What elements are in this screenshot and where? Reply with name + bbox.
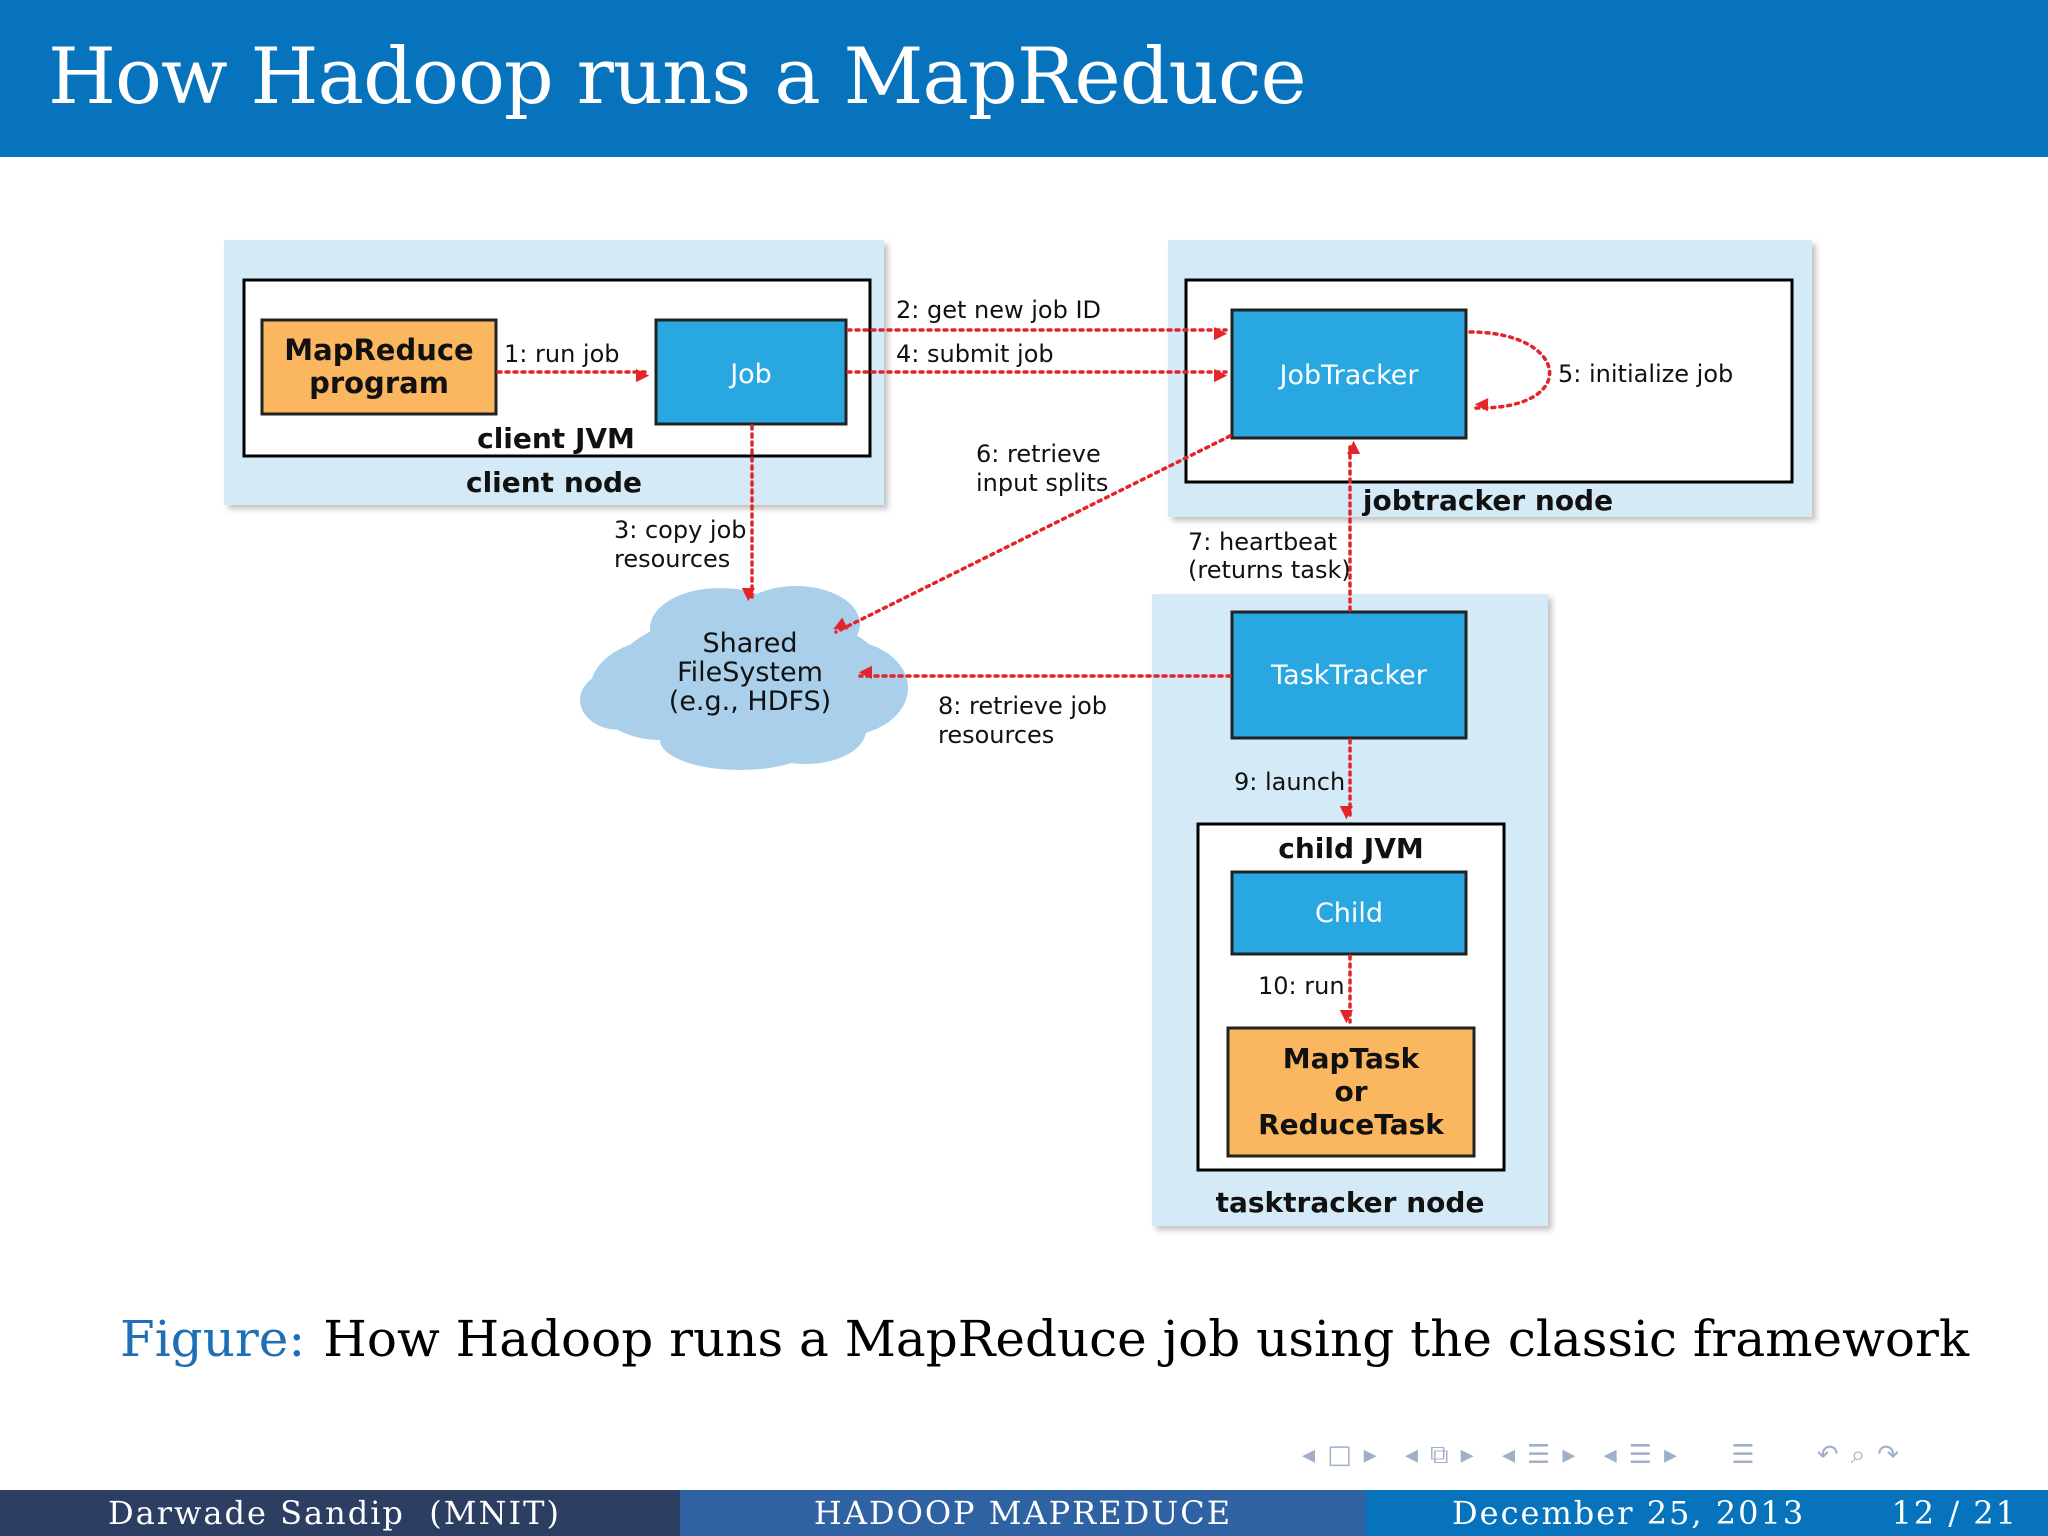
step-10-label: 10: run: [1258, 972, 1345, 1000]
next-subsection-icon[interactable]: ▸: [1460, 1440, 1474, 1470]
frame-icon[interactable]: □: [1327, 1440, 1352, 1470]
appendix-icon[interactable]: ☰: [1731, 1440, 1755, 1470]
mapreduce-program-box: [260, 318, 498, 416]
step-5-label: 5: initialize job: [1558, 360, 1733, 388]
arrow-initialize-job: [1468, 330, 1552, 412]
step-7-label: 7: heartbeat(returns task): [1188, 528, 1351, 584]
subsection-icon[interactable]: ⧉: [1430, 1440, 1449, 1470]
step-2-label: 2: get new job ID: [896, 296, 1101, 324]
next-section-icon[interactable]: ▸: [1562, 1440, 1576, 1470]
child-jvm-label: child JVM: [1278, 832, 1423, 865]
doc-icon[interactable]: ☰: [1628, 1440, 1653, 1470]
prev-subsection-icon[interactable]: ◂: [1404, 1440, 1419, 1470]
footer-short-title: HADOOP MAPREDUCE: [813, 1494, 1233, 1532]
tasktracker-node-label: tasktracker node: [1216, 1186, 1485, 1219]
slide-title: How Hadoop runs a MapReduce: [48, 32, 1307, 122]
footer-author: Darwade Sandip (MNIT): [108, 1494, 561, 1532]
task-box: [1226, 1026, 1476, 1158]
slide-footer: Darwade Sandip (MNIT) HADOOP MAPREDUCE D…: [0, 1490, 2048, 1536]
job-label: Job: [728, 359, 772, 390]
arrow-retrieve-splits: [833, 434, 1232, 634]
jobtracker-box: [1230, 308, 1468, 440]
search-icon[interactable]: ⌕: [1850, 1440, 1866, 1470]
footer-author-segment: Darwade Sandip (MNIT): [0, 1490, 680, 1536]
footer-date-segment: December 25, 2013 12 / 21: [1366, 1490, 2048, 1536]
forward-icon[interactable]: ↷: [1877, 1440, 1900, 1470]
footer-title-segment: HADOOP MAPREDUCE: [680, 1490, 1366, 1536]
figure-caption-text: How Hadoop runs a MapReduce job using th…: [323, 1310, 1970, 1368]
back-icon[interactable]: ↶: [1816, 1440, 1839, 1470]
slide-header: How Hadoop runs a MapReduce: [0, 0, 2048, 157]
client-node-label: client node: [466, 466, 642, 499]
step-1-label: 1: run job: [504, 340, 620, 368]
prev-frame-icon[interactable]: ◂: [1302, 1440, 1316, 1470]
section-icon[interactable]: ☰: [1527, 1440, 1551, 1470]
jobtracker-label: JobTracker: [1277, 360, 1419, 391]
prev-section-icon[interactable]: ◂: [1501, 1440, 1515, 1470]
child-label: Child: [1315, 898, 1383, 929]
job-box: [654, 318, 848, 426]
shared-filesystem-cloud: [580, 586, 908, 770]
doc-prev-icon[interactable]: ◂: [1603, 1440, 1617, 1470]
child-box: [1230, 870, 1468, 956]
beamer-navigation: ◂ □ ▸ ◂ ⧉ ▸ ◂ ☰ ▸ ◂ ☰ ▸ ☰ ↶ ⌕ ↷: [1296, 1440, 1905, 1476]
footer-date: December 25, 2013: [1452, 1494, 1806, 1532]
footer-page-number: 12 / 21: [1891, 1494, 2018, 1532]
tasktracker-box: [1230, 610, 1468, 740]
figure-caption: Figure: How Hadoop runs a MapReduce job u…: [120, 1310, 1969, 1368]
step-9-label: 9: launch: [1234, 768, 1345, 796]
jobtracker-node-label: jobtracker node: [1362, 484, 1613, 517]
next-frame-icon[interactable]: ▸: [1363, 1440, 1377, 1470]
step-4-label: 4: submit job: [896, 340, 1054, 368]
figure-caption-label: Figure:: [120, 1310, 306, 1368]
client-jvm-label: client JVM: [477, 422, 635, 455]
doc-next-icon[interactable]: ▸: [1664, 1440, 1678, 1470]
tasktracker-label: TaskTracker: [1270, 660, 1428, 691]
